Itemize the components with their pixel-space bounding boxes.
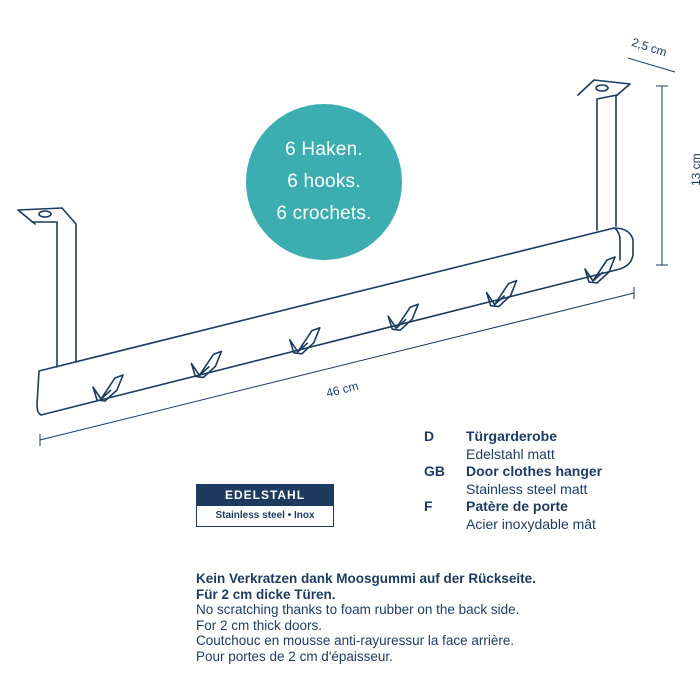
width-dimension-line (39, 292, 635, 441)
hook-3 (289, 327, 321, 355)
height-label: 13 cm (689, 153, 700, 186)
legend-row-de: D Türgarderobe Edelstahl matt (424, 428, 602, 463)
legend-row-gb: GB Door clothes hanger Stainless steel m… (424, 463, 602, 498)
legend-code: GB (424, 463, 445, 479)
legend-name: Patère de porte (466, 498, 568, 514)
note-de-1: Kein Verkratzen dank Moosgummi auf der R… (196, 571, 536, 586)
legend-row-f: F Patère de porte Acier inoxydable mât (424, 498, 602, 533)
note-en-2: For 2 cm thick doors. (196, 617, 323, 633)
note-fr-2: Pour portes de 2 cm d'épaisseur. (196, 648, 393, 664)
legend-name: Door clothes hanger (466, 463, 603, 479)
hook-2 (190, 350, 223, 379)
hooks-group (92, 256, 616, 402)
legend-material: Acier inoxydable mât (466, 515, 596, 532)
badge-subtitle: Stainless steel • Inox (215, 510, 315, 521)
legend-material: Stainless steel matt (466, 480, 588, 497)
product-notes: Kein Verkratzen dank Moosgummi auf der R… (196, 571, 536, 664)
width-label: 46 cm (325, 379, 360, 400)
depth-dimension-line (627, 57, 676, 73)
legend-code: F (424, 498, 433, 514)
left-bracket (17, 207, 77, 368)
note-de-2: Für 2 cm dicke Türen. (196, 586, 336, 602)
hanger-bar (36, 227, 634, 416)
right-bracket (577, 79, 631, 231)
bubble-text-de: 6 Haken. (285, 139, 363, 160)
hook-5 (485, 279, 518, 308)
depth-label: 2,5 cm (630, 35, 669, 59)
product-legend: D Türgarderobe Edelstahl matt GB Door cl… (424, 428, 602, 533)
hook-6 (584, 256, 616, 284)
material-badge: EDELSTAHL Stainless steel • Inox (196, 484, 334, 527)
bubble-text-fr: 6 crochets. (276, 203, 372, 224)
bubble-text-en: 6 hooks. (287, 171, 361, 192)
legend-material: Edelstahl matt (466, 445, 555, 462)
note-fr-1: Coutchouc en mousse anti-rayuressur la f… (196, 633, 515, 648)
hook-4 (387, 303, 419, 331)
note-en-1: No scratching thanks to foam rubber on t… (196, 602, 520, 617)
legend-code: D (424, 428, 435, 444)
hook-count-bubble: 6 Haken. 6 hooks. 6 crochets. (246, 104, 402, 260)
hook-1 (92, 374, 124, 402)
badge-title: EDELSTAHL (197, 485, 333, 506)
legend-name: Türgarderobe (466, 428, 558, 444)
